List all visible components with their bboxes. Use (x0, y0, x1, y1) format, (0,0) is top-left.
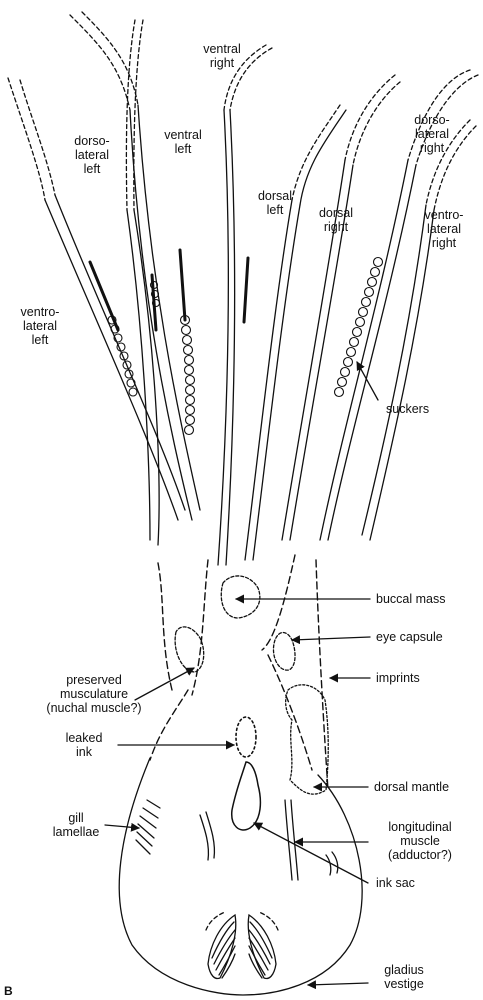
gladius-vestige (206, 912, 278, 978)
head-imprints (150, 555, 328, 790)
label-imprints: imprints (376, 671, 420, 685)
label-preserved-musculature: preserved musculature (nuchal muscle?) (36, 673, 152, 715)
label-ink-sac: ink sac (376, 876, 415, 890)
label-eye-capsule: eye capsule (376, 630, 443, 644)
label-dorsal-right: dorsal right (314, 206, 358, 234)
label-buccal-mass: buccal mass (376, 592, 445, 606)
arm-dorsal-right (282, 75, 400, 540)
label-dorsal-left: dorsal left (254, 189, 296, 217)
label-ventral-left: ventral left (158, 128, 208, 156)
label-ventral-right: ventral right (192, 42, 252, 70)
label-suckers: suckers (386, 402, 429, 416)
label-longitudinal-muscle: longitudinal muscle (adductor?) (372, 820, 468, 862)
eye-capsule-right (273, 633, 295, 671)
eye-capsule-left (175, 627, 204, 672)
arm-ventro-lateral-right (362, 120, 476, 540)
label-dorso-lateral-left: dorso- lateral left (64, 134, 120, 176)
panel-letter: B (4, 984, 13, 998)
leaked-ink (236, 717, 256, 757)
mantle-outline (119, 758, 362, 995)
label-gladius-vestige: gladius vestige (372, 963, 436, 991)
ink-sac-outline (232, 762, 261, 830)
label-ventro-lateral-right: ventro- lateral right (416, 208, 472, 250)
label-dorso-lateral-right: dorso- lateral right (404, 113, 460, 155)
gill-lamellae (136, 800, 160, 854)
mantle-striations (200, 800, 338, 880)
label-ventro-lateral-left: ventro- lateral left (12, 305, 68, 347)
label-gill-lamellae: gill lamellae (48, 811, 104, 839)
label-dorsal-mantle: dorsal mantle (374, 780, 449, 794)
dorsal-mantle-patch (286, 685, 329, 794)
buccal-mass-outline (221, 576, 260, 618)
arm-ventral-left (126, 20, 159, 545)
label-leaked-ink: leaked ink (58, 731, 110, 759)
